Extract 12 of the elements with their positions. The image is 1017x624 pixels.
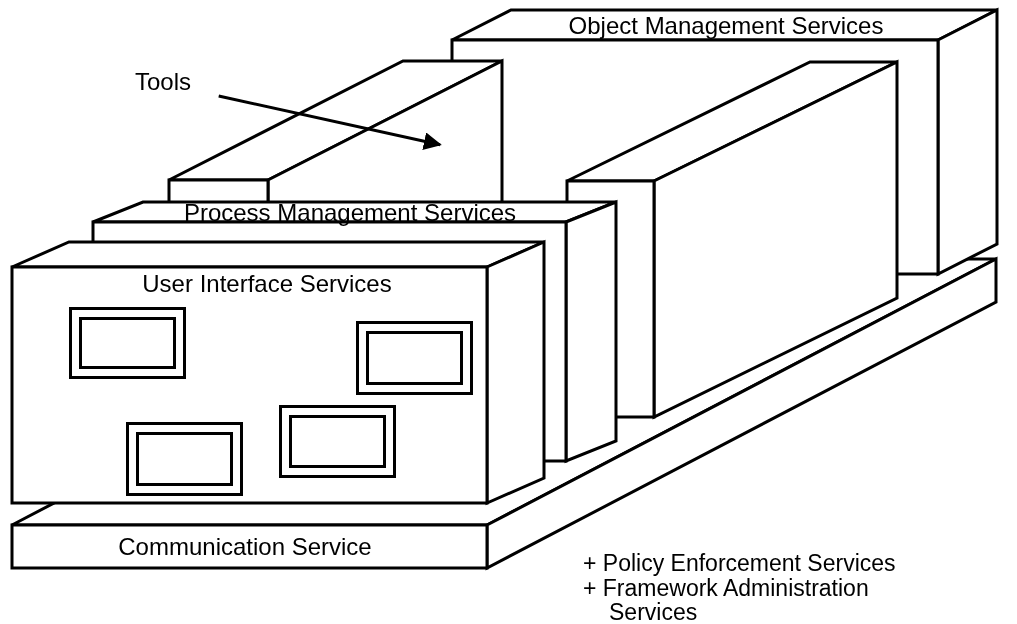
block-title: User Interface Services	[142, 270, 392, 298]
note-text: + Policy Enforcement Services	[583, 551, 897, 575]
callout-text: Tools	[135, 68, 192, 96]
window-icon	[69, 307, 186, 379]
window-icon	[356, 321, 473, 395]
arrow	[218, 94, 442, 151]
block-title: Process Management Services	[183, 199, 517, 227]
window-icon	[126, 422, 243, 496]
note-text: + Framework Administration Services	[583, 576, 870, 624]
block-title: Object Management Services	[568, 12, 884, 40]
window-icon	[279, 405, 396, 478]
block-title: Communication Service	[118, 533, 372, 561]
